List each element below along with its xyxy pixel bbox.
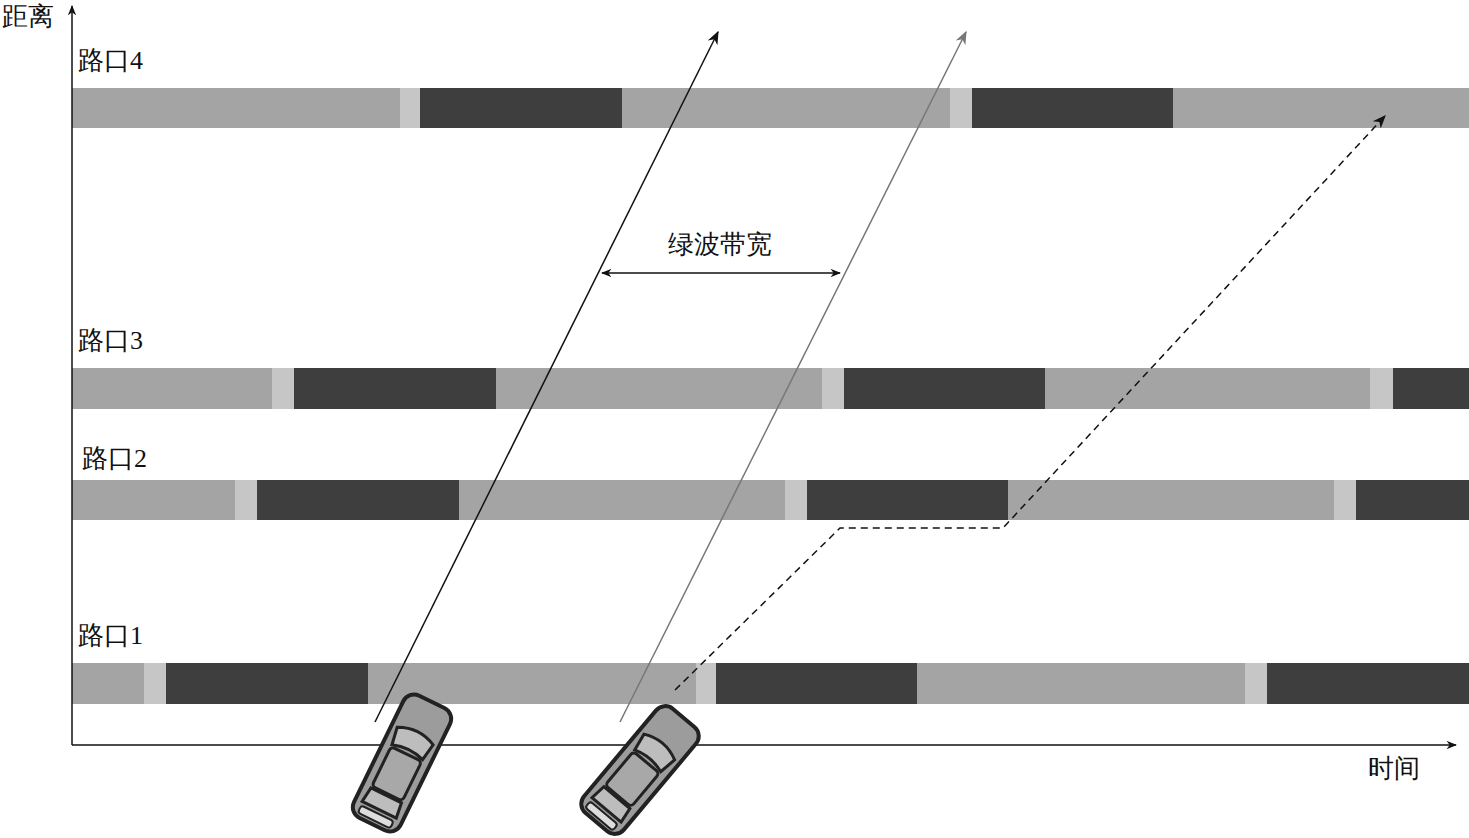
signal-phase <box>785 480 807 520</box>
signal-band <box>72 368 1469 409</box>
lead-trajectory <box>375 32 718 722</box>
intersection-name: 路口2 <box>82 444 147 474</box>
signal-phase <box>716 663 917 704</box>
signal-phase <box>696 663 716 704</box>
intersection-name: 路口4 <box>78 46 143 76</box>
signal-phase <box>917 663 1245 704</box>
signal-phase <box>72 368 272 409</box>
axis-title: 距离 <box>2 2 54 32</box>
car-icon <box>576 701 703 838</box>
signal-phase <box>72 480 235 520</box>
signal-phase <box>1370 368 1393 409</box>
signal-phase <box>822 368 844 409</box>
signal-phase <box>144 663 166 704</box>
signal-phase <box>1045 368 1370 409</box>
signal-phase <box>807 480 1008 520</box>
stopped-trajectory <box>675 116 1385 690</box>
signal-phase <box>844 368 1045 409</box>
signal-phase <box>272 368 294 409</box>
time-axis <box>72 744 1456 746</box>
intersection-name: 路口1 <box>78 621 143 651</box>
signal-phase <box>459 480 785 520</box>
axis-title: 时间 <box>1368 754 1420 784</box>
signal-phase <box>166 663 368 704</box>
signal-phase <box>1008 480 1334 520</box>
signal-phase <box>1173 88 1469 128</box>
bandwidth-label: 绿波带宽 <box>668 230 772 260</box>
signal-phase <box>72 663 144 704</box>
intersection-name: 路口3 <box>78 326 143 356</box>
tail-trajectory <box>620 32 966 722</box>
signal-band <box>72 88 1469 128</box>
signal-phase <box>496 368 822 409</box>
signal-phase <box>950 88 972 128</box>
signal-phase <box>294 368 496 409</box>
signal-phase <box>622 88 950 128</box>
car-icon <box>349 690 455 835</box>
signal-band <box>72 480 1469 520</box>
signal-phase <box>257 480 459 520</box>
signal-phase <box>1393 368 1469 409</box>
signal-band <box>72 663 1469 704</box>
signal-phase <box>400 88 420 128</box>
bandwidth-arrow <box>602 272 840 274</box>
signal-phase <box>1267 663 1469 704</box>
signal-phase <box>1356 480 1469 520</box>
signal-phase <box>972 88 1173 128</box>
signal-bands <box>72 88 1469 704</box>
distance-axis <box>71 6 73 745</box>
signal-phase <box>1334 480 1356 520</box>
signal-phase <box>72 88 400 128</box>
signal-phase <box>1245 663 1267 704</box>
signal-phase <box>420 88 622 128</box>
signal-phase <box>235 480 257 520</box>
